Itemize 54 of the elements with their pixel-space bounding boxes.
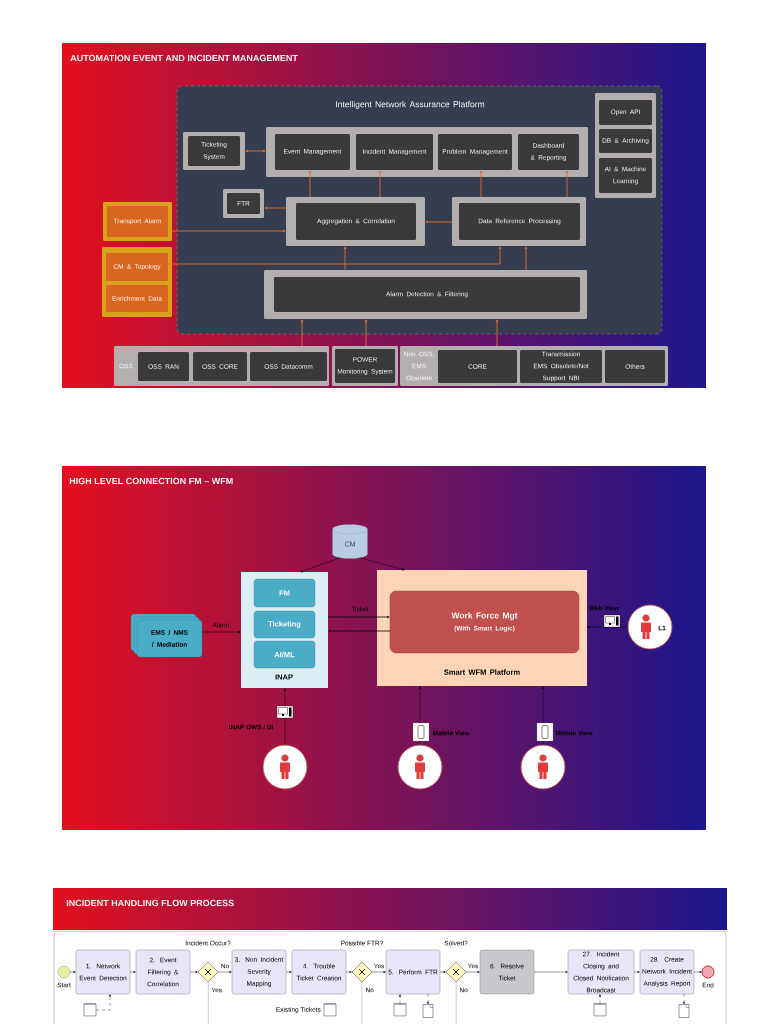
arrow — [300, 319, 304, 347]
arrow — [69, 970, 76, 974]
arrow — [364, 319, 368, 347]
arrow — [693, 970, 702, 974]
arrow — [189, 970, 198, 974]
arrow — [217, 970, 232, 974]
arrow — [283, 688, 287, 746]
arrow — [167, 246, 502, 265]
datastore-cylinder — [393, 1003, 407, 1017]
arrow — [345, 970, 352, 974]
arrow — [533, 970, 568, 974]
arrow — [129, 970, 136, 974]
arrow — [371, 970, 386, 974]
arrow — [359, 557, 405, 571]
arrow — [439, 970, 446, 974]
arrow — [245, 149, 266, 153]
arrow — [398, 994, 402, 1005]
arrow — [418, 686, 422, 746]
arrow — [465, 970, 480, 974]
document-icon — [422, 1004, 434, 1018]
arrow — [565, 170, 569, 198]
arrow — [171, 229, 286, 233]
arrow — [479, 170, 483, 198]
arrow — [308, 170, 312, 198]
arrow — [378, 170, 382, 198]
arrow — [328, 629, 391, 633]
slide-title: INCIDENT HANDLING FLOW PROCESS — [66, 899, 234, 907]
arrow — [300, 557, 341, 573]
document-icon — [678, 1004, 690, 1018]
arrow — [682, 993, 686, 1005]
arrow — [495, 319, 499, 347]
gateway-diamond — [351, 961, 373, 983]
arrow — [95, 994, 112, 1011]
arrow — [327, 615, 390, 619]
arrow — [425, 220, 453, 224]
person-avatar — [520, 744, 566, 790]
arrow — [633, 970, 640, 974]
person-avatar — [397, 744, 443, 790]
arrow — [426, 993, 430, 1005]
arrow — [598, 994, 602, 1005]
person-avatar — [262, 744, 308, 790]
arrow — [285, 970, 292, 974]
slide-title: HIGH LEVEL CONNECTION FM – WFM — [69, 477, 233, 485]
arrow — [587, 625, 629, 629]
arrow — [343, 246, 347, 271]
gateway-diamond — [445, 961, 467, 983]
arrow — [201, 630, 241, 634]
gateway-diamond — [197, 961, 219, 983]
arrow — [264, 206, 287, 210]
arrow — [524, 246, 528, 271]
slide-title: AUTOMATION EVENT AND INCIDENT MANAGEMENT — [70, 54, 298, 62]
datastore-cylinder — [83, 1003, 97, 1017]
datastore-cylinder — [593, 1003, 607, 1017]
arrow — [541, 686, 545, 746]
